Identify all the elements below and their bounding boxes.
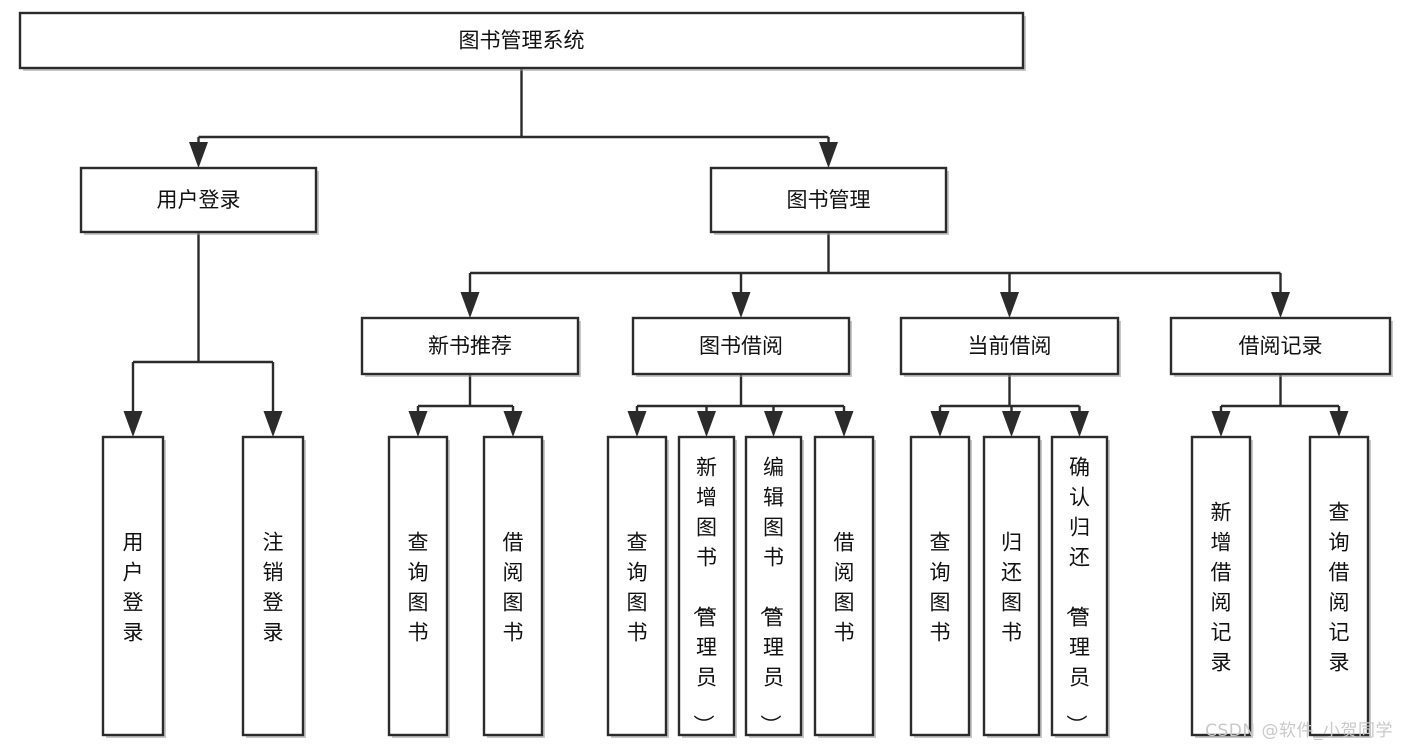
arrow-head-icon [189, 142, 208, 168]
node-label: 确认归还（管理员） [1064, 455, 1090, 735]
node-rect [606, 435, 668, 737]
node-label: 新书推荐 [428, 334, 512, 358]
node-label: 查询图书 [408, 530, 429, 644]
node-leaf-query-book-1[interactable]: 查询图书 [387, 435, 450, 738]
arrow-head-icon [460, 292, 480, 318]
edge-layer [123, 68, 1349, 437]
arrow-head-icon [1211, 411, 1231, 437]
node-rect [1050, 435, 1109, 737]
node-label: 注销登录 [263, 530, 284, 644]
node-label: 查询借阅记录 [1329, 500, 1350, 674]
node-leaf-edit-book[interactable]: 编辑图书（管理员） [744, 435, 804, 738]
arrow-head-icon [697, 411, 716, 437]
arrow-head-icon [1002, 411, 1021, 437]
node-user-login[interactable]: 用户登录 [79, 166, 319, 235]
node-label: 图书管理系统 [459, 29, 585, 53]
node-book-borrow[interactable]: 图书借阅 [631, 316, 852, 377]
node-label: 查询图书 [930, 530, 951, 644]
node-rect [631, 316, 851, 376]
node-borrow-record[interactable]: 借阅记录 [1169, 316, 1393, 377]
node-rect [79, 166, 318, 234]
node-leaf-add-record[interactable]: 新增借阅记录 [1190, 435, 1253, 738]
arrow-head-icon [1000, 292, 1019, 318]
node-leaf-confirm-return[interactable]: 确认归还（管理员） [1050, 435, 1110, 738]
node-leaf-query-book-3[interactable]: 查询图书 [909, 435, 972, 738]
arrow-head-icon [1070, 411, 1089, 437]
node-rect [18, 11, 1025, 70]
node-rect [1190, 435, 1252, 737]
arrow-head-icon [627, 411, 647, 437]
node-rect [387, 435, 449, 737]
node-label: 用户登录 [123, 530, 144, 644]
node-rect [982, 435, 1041, 737]
arrow-head-icon [408, 411, 428, 437]
node-leaf-borrow-book-2[interactable]: 借阅图书 [813, 435, 876, 738]
node-rect [482, 435, 544, 737]
node-book-manage[interactable]: 图书管理 [709, 166, 949, 235]
arrow-head-icon [731, 292, 751, 318]
node-root[interactable]: 图书管理系统 [18, 11, 1026, 71]
arrow-head-icon [930, 411, 950, 437]
node-label: 归还图书 [1001, 530, 1022, 644]
arrow-head-icon [1329, 411, 1349, 437]
node-label: 图书管理 [787, 188, 871, 212]
node-rect [744, 435, 803, 737]
node-label: 查询图书 [627, 530, 648, 644]
node-leaf-query-record[interactable]: 查询借阅记录 [1308, 435, 1371, 738]
node-rect [101, 435, 165, 737]
node-label: 借阅图书 [503, 530, 524, 644]
node-label: 编辑图书（管理员） [758, 455, 784, 735]
arrow-head-icon [834, 411, 854, 437]
node-label: 新增图书（管理员） [691, 455, 717, 735]
node-rect [677, 435, 736, 737]
arrow-head-icon [263, 411, 283, 437]
node-new-book-rec[interactable]: 新书推荐 [360, 316, 581, 377]
node-rect [360, 316, 580, 376]
node-leaf-add-book[interactable]: 新增图书（管理员） [677, 435, 737, 738]
arrow-head-icon [1271, 292, 1290, 318]
node-rect [909, 435, 971, 737]
node-label: 当前借阅 [968, 334, 1052, 358]
node-leaf-logout[interactable]: 注销登录 [241, 435, 306, 738]
node-label: 图书借阅 [699, 334, 783, 358]
node-layer: 图书管理系统用户登录图书管理新书推荐图书借阅当前借阅借阅记录用户登录注销登录查询… [18, 11, 1393, 738]
arrow-head-icon [503, 411, 523, 437]
node-leaf-query-book-2[interactable]: 查询图书 [606, 435, 669, 738]
node-rect [899, 316, 1120, 376]
node-leaf-user-login[interactable]: 用户登录 [101, 435, 166, 738]
node-label: 用户登录 [157, 188, 241, 212]
node-label: 借阅图书 [834, 530, 855, 644]
node-rect [813, 435, 875, 737]
node-rect [1308, 435, 1370, 737]
node-leaf-return-book[interactable]: 归还图书 [982, 435, 1042, 738]
node-label: 新增借阅记录 [1211, 500, 1232, 674]
arrow-head-icon [123, 411, 143, 437]
node-rect [709, 166, 948, 234]
node-leaf-borrow-book-1[interactable]: 借阅图书 [482, 435, 545, 738]
arrow-head-icon [819, 142, 838, 168]
node-rect [241, 435, 305, 737]
node-current-borrow[interactable]: 当前借阅 [899, 316, 1121, 377]
node-rect [1169, 316, 1392, 376]
arrow-head-icon [764, 411, 783, 437]
node-label: 借阅记录 [1239, 334, 1323, 358]
